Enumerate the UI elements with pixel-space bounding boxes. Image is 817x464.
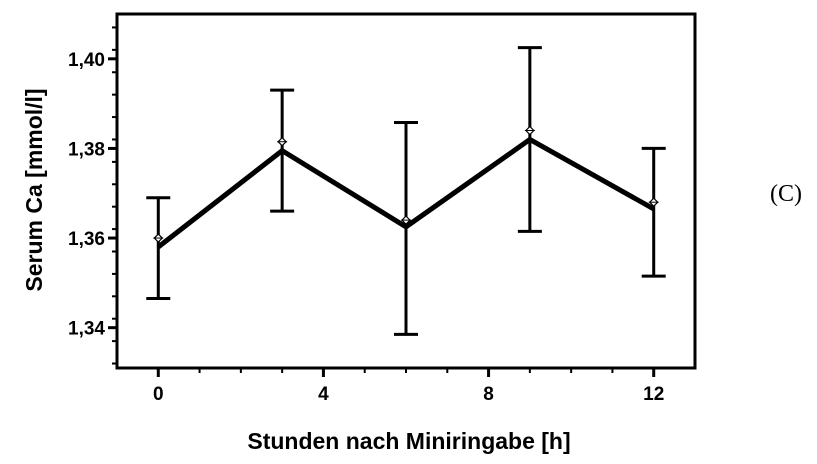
axis-ticks: 1,34 1,36 1,38 1,40 0 4 8 12 xyxy=(68,26,664,405)
x-tick-label: 0 xyxy=(153,384,164,405)
x-tick-label: 12 xyxy=(643,384,664,405)
error-bars xyxy=(146,46,666,336)
y-tick-label: 1,38 xyxy=(68,139,105,160)
y-axis-title: Serum Ca [mmol/l] xyxy=(21,88,47,291)
y-tick-label: 1,40 xyxy=(68,50,105,71)
y-tick-label: 1,34 xyxy=(68,319,105,340)
panel-label: (C) xyxy=(770,181,802,207)
x-tick-label: 4 xyxy=(318,384,329,405)
x-axis-title: Stunden nach Miniringabe [h] xyxy=(247,428,570,454)
data-markers xyxy=(153,125,659,243)
y-tick-label: 1,36 xyxy=(68,229,105,250)
x-tick-label: 8 xyxy=(483,384,494,405)
series-line xyxy=(156,136,655,249)
data-line-group xyxy=(156,136,655,249)
